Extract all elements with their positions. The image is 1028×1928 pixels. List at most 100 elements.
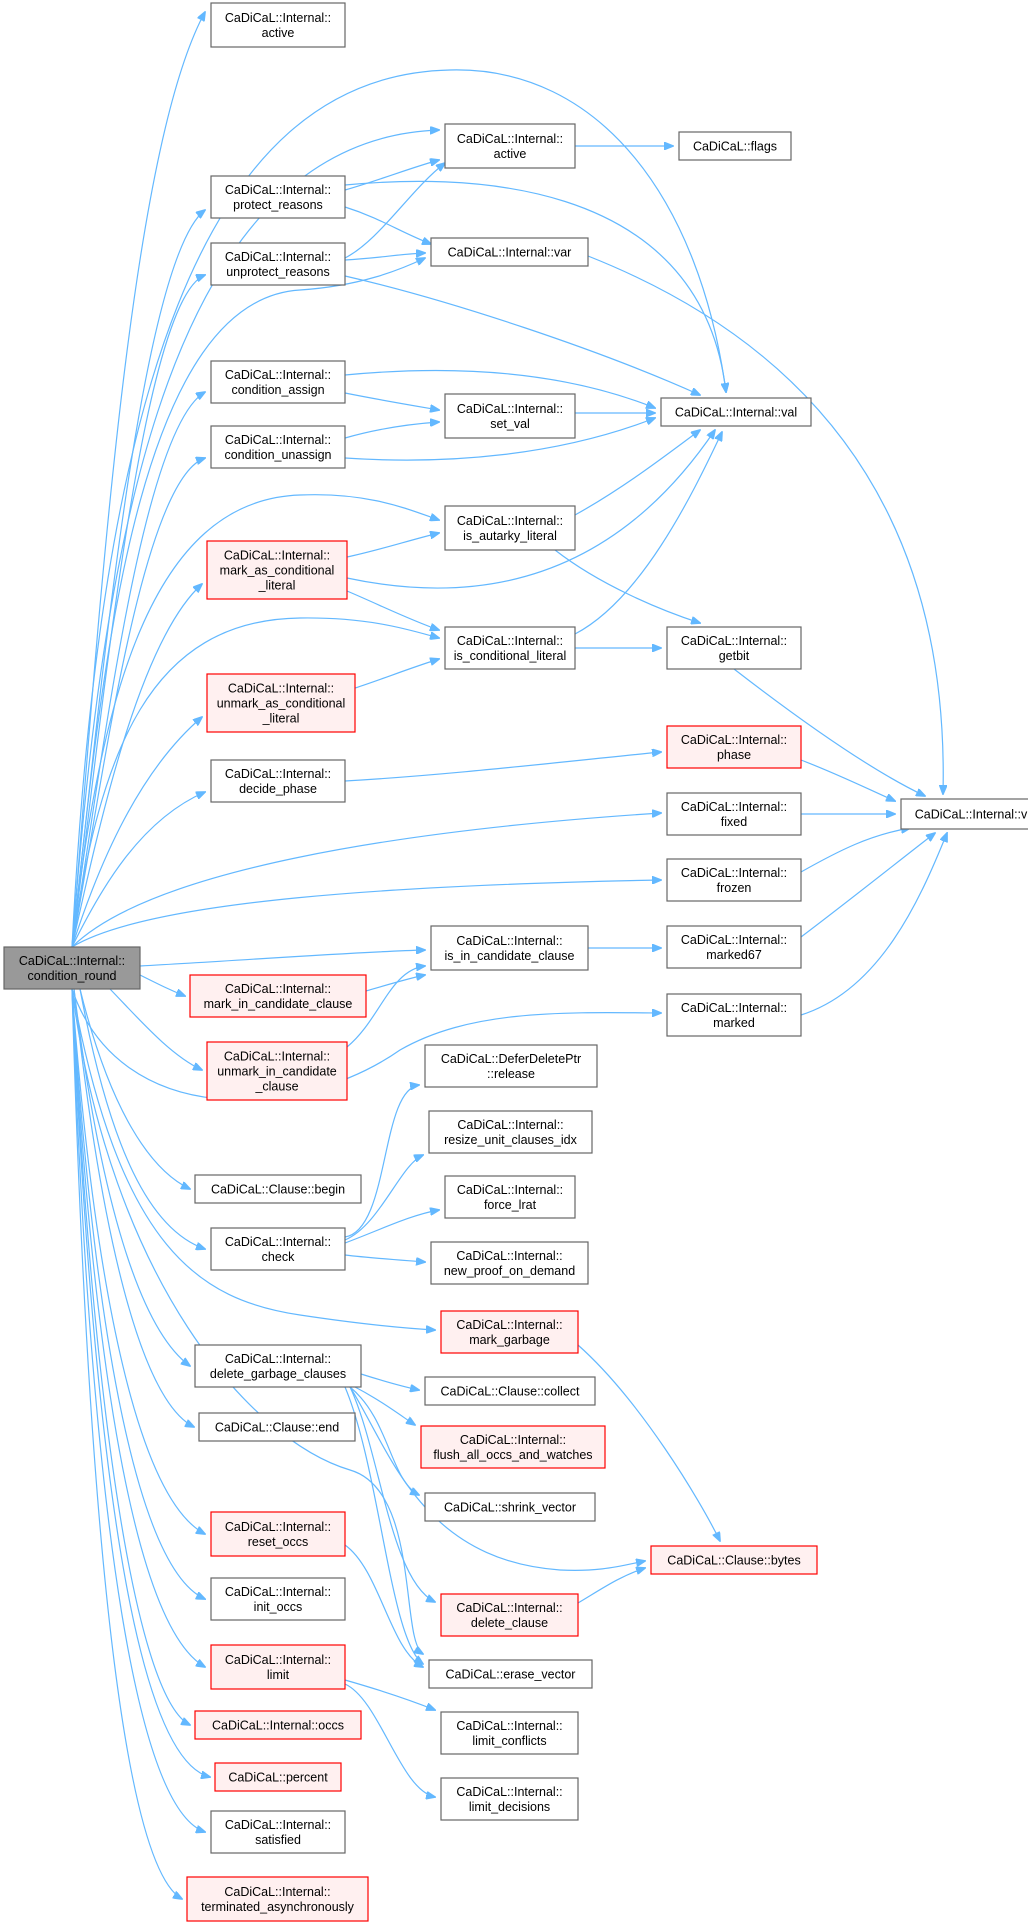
node-unprotect[interactable]: CaDiCaL::Internal::unprotect_reasons (210, 242, 346, 286)
node-label-line: CaDiCaL::Clause::begin (211, 1183, 345, 1197)
node-label-line: init_occs (254, 1600, 303, 1614)
node-flushall[interactable]: CaDiCaL::Internal::flush_all_occs_and_wa… (420, 1425, 606, 1469)
node-box (194, 1174, 362, 1204)
node-delclause[interactable]: CaDiCaL::Internal::delete_clause (440, 1593, 579, 1637)
node-markcond[interactable]: CaDiCaL::Internal::mark_as_conditional_l… (206, 540, 348, 600)
node-flags[interactable]: CaDiCaL::flags (678, 131, 792, 161)
node-marked[interactable]: CaDiCaL::Internal::marked (666, 993, 802, 1037)
edge-cassign-to-val (344, 369, 655, 408)
node-getbit[interactable]: CaDiCaL::Internal::getbit (666, 626, 802, 670)
node-decide[interactable]: CaDiCaL::Internal::decide_phase (210, 759, 346, 803)
edge-marked-to-vidx (800, 833, 947, 1016)
node-setval[interactable]: CaDiCaL::Internal::set_val (444, 393, 576, 439)
node-label-line: CaDiCaL::DeferDeletePtr (441, 1052, 581, 1066)
node-delgarb[interactable]: CaDiCaL::Internal::delete_garbage_clause… (194, 1344, 362, 1388)
node-label-line: check (262, 1250, 295, 1264)
node-label-line: frozen (717, 881, 752, 895)
node-label-line: active (262, 26, 295, 40)
node-box (210, 1644, 346, 1690)
node-label-line: CaDiCaL::Internal:: (225, 1235, 331, 1249)
node-isincand[interactable]: CaDiCaL::Internal::is_in_candidate_claus… (430, 925, 589, 971)
node-label-line: CaDiCaL::Internal::var (448, 246, 572, 260)
node-box (900, 798, 1028, 830)
edge-root-to-marked (71, 988, 661, 1101)
node-box (210, 1227, 346, 1271)
node-protect[interactable]: CaDiCaL::Internal::protect_reasons (210, 175, 346, 219)
node-iscond[interactable]: CaDiCaL::Internal::is_conditional_litera… (444, 626, 576, 670)
node-limit[interactable]: CaDiCaL::Internal::limit (210, 1644, 346, 1690)
node-box (186, 1876, 369, 1922)
node-box (210, 242, 346, 286)
edge-iscond-to-val (574, 432, 722, 635)
node-label-line: CaDiCaL::Internal:: (225, 1818, 331, 1832)
node-isaut[interactable]: CaDiCaL::Internal::is_autarky_literal (444, 505, 576, 551)
node-phase[interactable]: CaDiCaL::Internal::phase (666, 725, 802, 769)
node-label-line: CaDiCaL::Internal:: (225, 183, 331, 197)
edge-phase-to-vidx (800, 759, 895, 801)
edge-unprotect-to-var (344, 253, 425, 261)
edge-root-to-end (73, 988, 194, 1427)
node-unmarkcand[interactable]: CaDiCaL::Internal::unmark_in_candidate_c… (206, 1041, 348, 1101)
node-label-line: CaDiCaL::Internal:: (224, 1050, 330, 1064)
node-begin[interactable]: CaDiCaL::Clause::begin (194, 1174, 362, 1204)
node-erase[interactable]: CaDiCaL::erase_vector (428, 1659, 593, 1689)
node-box (678, 131, 792, 161)
node-label-line: CaDiCaL::Internal:: (225, 1653, 331, 1667)
node-root[interactable]: CaDiCaL::Internal::condition_round (3, 946, 141, 990)
edge-root-to-isaut (71, 494, 439, 948)
node-satisfied[interactable]: CaDiCaL::Internal::satisfied (210, 1810, 346, 1854)
edge-var-to-vidx (587, 255, 943, 794)
edge-markgarbage-to-bytes (577, 1344, 720, 1541)
edge-delgarb-to-shrink (349, 1386, 419, 1495)
node-check[interactable]: CaDiCaL::Internal::check (210, 1227, 346, 1271)
node-box (210, 425, 346, 469)
node-forcelrat[interactable]: CaDiCaL::Internal::force_lrat (444, 1175, 576, 1219)
node-limconf[interactable]: CaDiCaL::Internal::limit_conflicts (440, 1711, 579, 1755)
node-label-line: reset_occs (248, 1535, 308, 1549)
node-label-line: mark_garbage (469, 1333, 550, 1347)
node-label-line: CaDiCaL::Internal:: (456, 1249, 562, 1263)
node-markgarbage[interactable]: CaDiCaL::Internal::mark_garbage (440, 1310, 579, 1354)
node-collect[interactable]: CaDiCaL::Clause::collect (424, 1376, 596, 1406)
node-terminated[interactable]: CaDiCaL::Internal::terminated_asynchrono… (186, 1876, 369, 1922)
node-box (440, 1777, 579, 1821)
edge-protect-to-var (344, 206, 431, 244)
edge-root-to-percent (71, 988, 210, 1777)
node-label-line: unmark_as_conditional (217, 697, 346, 711)
node-marked67[interactable]: CaDiCaL::Internal::marked67 (666, 925, 802, 969)
node-unmarkcond[interactable]: CaDiCaL::Internal::unmark_as_conditional… (206, 673, 356, 733)
edge-root-to-isincand (139, 950, 425, 967)
node-val[interactable]: CaDiCaL::Internal::val (660, 397, 812, 427)
node-box (440, 1711, 579, 1755)
node-resetoccs[interactable]: CaDiCaL::Internal::reset_occs (210, 1511, 346, 1557)
node-label-line: CaDiCaL::Internal:: (460, 1433, 566, 1447)
node-vidx[interactable]: CaDiCaL::Internal::vidx (900, 798, 1028, 830)
node-var[interactable]: CaDiCaL::Internal::var (430, 237, 589, 267)
node-end[interactable]: CaDiCaL::Clause::end (198, 1412, 356, 1442)
node-active1[interactable]: CaDiCaL::Internal::active (210, 2, 346, 48)
node-box (666, 858, 802, 902)
edge-root-to-occs (71, 988, 190, 1725)
node-initoccs[interactable]: CaDiCaL::Internal::init_occs (210, 1577, 346, 1621)
node-resize[interactable]: CaDiCaL::Internal::resize_unit_clauses_i… (428, 1110, 593, 1154)
node-limdec[interactable]: CaDiCaL::Internal::limit_decisions (440, 1777, 579, 1821)
node-newproof[interactable]: CaDiCaL::Internal::new_proof_on_demand (430, 1241, 589, 1285)
node-release[interactable]: CaDiCaL::DeferDeletePtr::release (424, 1044, 598, 1088)
node-shrink[interactable]: CaDiCaL::shrink_vector (424, 1492, 596, 1522)
edge-root-to-iscond (71, 617, 439, 948)
node-cunassign[interactable]: CaDiCaL::Internal::condition_unassign (210, 425, 346, 469)
node-bytes[interactable]: CaDiCaL::Clause::bytes (650, 1545, 818, 1575)
node-label-line: condition_assign (231, 383, 324, 397)
node-frozen[interactable]: CaDiCaL::Internal::frozen (666, 858, 802, 902)
node-occs[interactable]: CaDiCaL::Internal::occs (194, 1710, 362, 1740)
node-fixed[interactable]: CaDiCaL::Internal::fixed (666, 792, 802, 836)
node-markcand[interactable]: CaDiCaL::Internal::mark_in_candidate_cla… (189, 974, 367, 1018)
node-cassign[interactable]: CaDiCaL::Internal::condition_assign (210, 360, 346, 404)
node-percent[interactable]: CaDiCaL::percent (214, 1762, 342, 1792)
node-label-line: condition_round (28, 969, 117, 983)
node-label-line: CaDiCaL::Clause::end (215, 1421, 339, 1435)
node-active2[interactable]: CaDiCaL::Internal::active (444, 123, 576, 169)
node-label-line: _literal (262, 712, 300, 726)
node-label-line: CaDiCaL::shrink_vector (444, 1501, 576, 1515)
edge-root-to-fixed (71, 813, 661, 948)
